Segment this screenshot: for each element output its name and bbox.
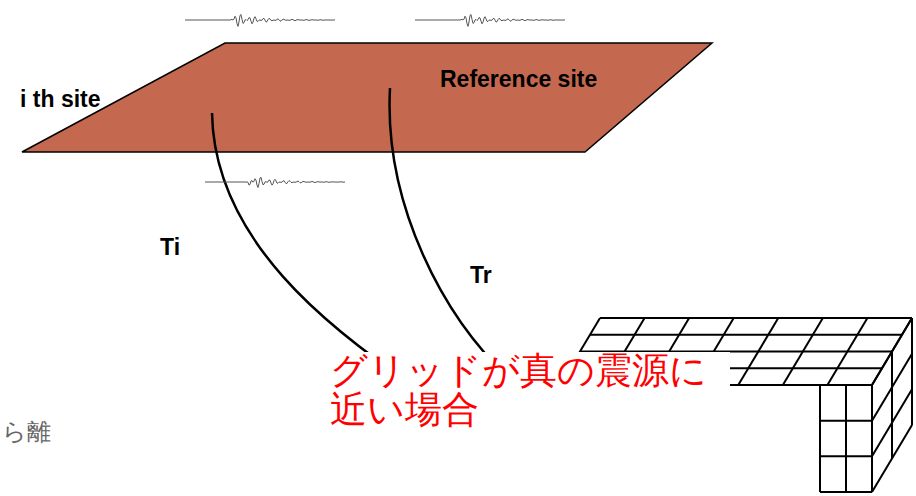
travel-time-label: Tr [470, 262, 492, 288]
note-text: グリッドが真の震源に 近い場合 [330, 352, 730, 430]
seismogram [185, 15, 565, 188]
partial-text: ら離 [2, 418, 51, 446]
ground-surface [22, 43, 712, 152]
travel-time-label: Ti [160, 234, 180, 260]
ray-path [390, 88, 522, 390]
ray-path [212, 113, 420, 390]
site-label: i th site [20, 86, 101, 112]
site-label: Reference site [440, 66, 597, 92]
